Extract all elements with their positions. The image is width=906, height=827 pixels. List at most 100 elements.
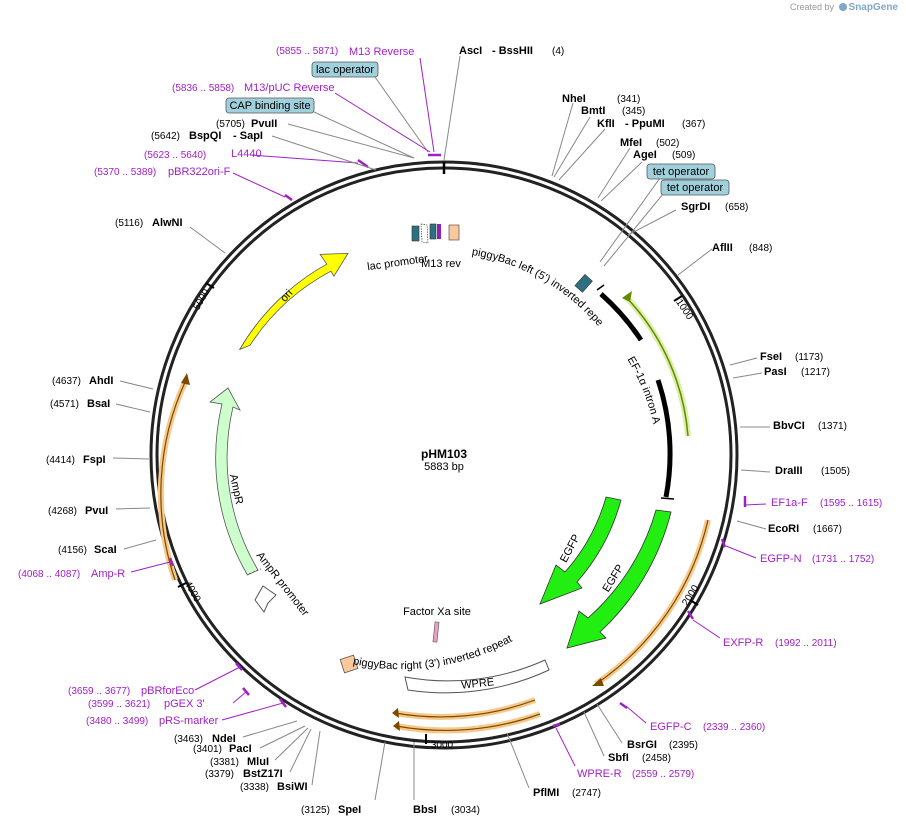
svg-text:(341): (341) bbox=[617, 94, 640, 105]
plasmid-size: 5883 bp bbox=[424, 461, 464, 473]
svg-text:NheI: NheI bbox=[562, 93, 586, 105]
feature-m13rev-purple bbox=[437, 224, 441, 239]
site-bsai[interactable]: (4571) BsaI bbox=[50, 398, 151, 413]
primer-l4440[interactable]: (5623 .. 5640) L4440 bbox=[144, 148, 369, 169]
svg-text:(1667): (1667) bbox=[813, 524, 842, 535]
site-bstz17i[interactable]: (3379) BstZ17I bbox=[205, 728, 312, 780]
svg-text:(3381): (3381) bbox=[210, 757, 239, 768]
feature-ampr-promoter[interactable] bbox=[254, 585, 277, 613]
feature-factor-xa[interactable] bbox=[432, 621, 440, 643]
site-aflii[interactable]: AflII (848) bbox=[677, 242, 772, 276]
primer-m13-puc-reverse[interactable]: (5836 .. 5858) M13/pUC Reverse bbox=[172, 82, 431, 153]
site-ahdi[interactable]: (4637) AhdI bbox=[52, 375, 154, 390]
primer-amp-r[interactable]: (4068 .. 4087) Amp-R bbox=[18, 557, 175, 580]
site-mlui[interactable]: (3381) MluI bbox=[210, 727, 309, 768]
site-bbsi[interactable]: BbsI (3034) bbox=[413, 742, 480, 816]
primer-pbrforeco[interactable]: (3659 .. 3677) pBRforEco bbox=[68, 662, 243, 697]
feature-egfp-2[interactable] bbox=[566, 509, 672, 649]
primer-ef1a-f[interactable]: EF1a-F (1595 .. 1615) bbox=[743, 496, 882, 509]
site-pvui[interactable]: (4268) PvuI bbox=[48, 505, 151, 517]
svg-text:(3401): (3401) bbox=[193, 744, 222, 755]
svg-text:NdeI: NdeI bbox=[212, 733, 236, 745]
tick-3000: 3000 bbox=[425, 734, 454, 751]
box-tet-operator-1[interactable]: tet operator bbox=[599, 163, 716, 263]
site-pflmi[interactable]: PflMI (2747) bbox=[506, 732, 601, 799]
svg-text:SbfI: SbfI bbox=[608, 752, 629, 764]
primer-m13-reverse[interactable]: (5855 .. 5871) M13 Reverse bbox=[276, 46, 441, 157]
feature-piggybac-right-box[interactable] bbox=[339, 654, 359, 674]
feature-lac-promoter-box[interactable] bbox=[411, 225, 420, 242]
svg-text:KflI: KflI bbox=[597, 118, 615, 130]
svg-text:Amp-R: Amp-R bbox=[91, 568, 125, 580]
primer-egfp-c[interactable]: EGFP-C (2339 .. 2360) bbox=[619, 701, 765, 733]
site-kfli-ppumi[interactable]: KflI - PpuMI (367) bbox=[558, 118, 705, 181]
site-fsei[interactable]: FseI (1173) bbox=[729, 351, 823, 366]
site-paci[interactable]: (3401) PacI bbox=[193, 725, 306, 755]
svg-text:BbvCI: BbvCI bbox=[773, 420, 805, 432]
feature-ampr[interactable] bbox=[209, 387, 259, 576]
primer-wpre-r[interactable]: WPRE-R (2559 .. 2579) bbox=[552, 722, 694, 780]
feature-ori[interactable] bbox=[238, 252, 349, 351]
svg-text:EGFP-C: EGFP-C bbox=[650, 721, 692, 733]
site-pasi[interactable]: PasI (1217) bbox=[732, 366, 830, 379]
svg-text:EcoRI: EcoRI bbox=[768, 523, 799, 535]
box-cap-binding-site[interactable]: CAP binding site bbox=[225, 97, 415, 159]
feature-cap-small bbox=[420, 223, 429, 244]
box-lac-operator[interactable]: lac operator bbox=[311, 61, 429, 153]
site-bmti[interactable]: BmtI (345) bbox=[553, 105, 645, 178]
feature-wpre[interactable] bbox=[404, 659, 550, 694]
svg-text:(848): (848) bbox=[749, 243, 772, 254]
site-draiii[interactable]: DraIII (1505) bbox=[740, 465, 850, 477]
svg-text:(4068 .. 4087): (4068 .. 4087) bbox=[18, 569, 80, 580]
site-bbvci[interactable]: BbvCI (1371) bbox=[740, 420, 847, 432]
site-sbfi[interactable]: SbfI (2458) bbox=[583, 711, 671, 764]
svg-text:CAP binding site: CAP binding site bbox=[229, 100, 310, 112]
site-fspi[interactable]: (4414) FspI bbox=[46, 454, 150, 466]
site-bspqi-sapi[interactable]: (5642) BspQI - SapI bbox=[151, 130, 377, 171]
credit-prefix: Created by bbox=[789, 2, 835, 12]
svg-text:pRS-marker: pRS-marker bbox=[159, 715, 219, 727]
site-ndei[interactable]: (3463) NdeI bbox=[174, 720, 298, 745]
primer-pbr322ori-f[interactable]: (5370 .. 5389) pBR322ori-F bbox=[94, 166, 293, 202]
site-asci-bsshii[interactable]: AscI - BssHII (4) bbox=[443, 45, 564, 161]
snapgene-credit: Created by SnapGene bbox=[790, 2, 898, 13]
site-spei[interactable]: (3125) SpeI bbox=[301, 741, 386, 816]
svg-text:MluI: MluI bbox=[247, 756, 269, 768]
svg-text:(1595 .. 1615): (1595 .. 1615) bbox=[820, 498, 882, 509]
site-ecori[interactable]: EcoRI (1667) bbox=[736, 520, 842, 535]
svg-text:(2339 .. 2360): (2339 .. 2360) bbox=[703, 722, 765, 733]
site-mfei[interactable]: MfeI (502) bbox=[597, 137, 679, 199]
svg-text:- PpuMI: - PpuMI bbox=[625, 118, 665, 130]
site-agei[interactable]: AgeI (509) bbox=[600, 149, 695, 202]
box-tet-operator-2[interactable]: tet operator bbox=[603, 179, 730, 267]
highlight-arcs bbox=[157, 373, 711, 734]
svg-text:(3379): (3379) bbox=[205, 769, 234, 780]
feature-egfp-1[interactable] bbox=[539, 496, 622, 605]
primer-egfp-n[interactable]: EGFP-N (1731 .. 1752) bbox=[720, 538, 874, 565]
feature-m13rev-box[interactable] bbox=[429, 223, 437, 240]
primer-prs-marker[interactable]: (3480 .. 3499) pRS-marker bbox=[86, 698, 287, 727]
svg-text:SpeI: SpeI bbox=[338, 804, 361, 816]
svg-text:PacI: PacI bbox=[229, 743, 252, 755]
feature-piggybac-left-box[interactable] bbox=[448, 224, 460, 241]
svg-text:EXFP-R: EXFP-R bbox=[723, 637, 763, 649]
site-bsiwi[interactable]: (3338) BsiWI bbox=[240, 730, 321, 793]
svg-text:MfeI: MfeI bbox=[620, 137, 642, 149]
feature-factor-xa-label: Factor Xa site bbox=[403, 606, 471, 618]
site-pvuii[interactable]: (5705) PvuII bbox=[216, 118, 415, 159]
primer-pgex-3[interactable]: (3599 .. 3621) pGEX 3' bbox=[88, 687, 250, 710]
svg-text:(1992 .. 2011): (1992 .. 2011) bbox=[775, 638, 837, 649]
snapgene-logo-icon bbox=[838, 3, 847, 11]
site-alwni[interactable]: (5116) AlwNI bbox=[115, 217, 226, 254]
svg-text:(1505): (1505) bbox=[821, 466, 850, 477]
svg-text:FspI: FspI bbox=[83, 454, 106, 466]
svg-text:(1731 .. 1752): (1731 .. 1752) bbox=[812, 554, 874, 565]
primer-exfp-r[interactable]: EXFP-R (1992 .. 2011) bbox=[686, 610, 837, 649]
site-scai[interactable]: (4156) ScaI bbox=[58, 539, 157, 556]
site-bsrgi[interactable]: BsrGI (2395) bbox=[596, 703, 698, 751]
svg-text:(502): (502) bbox=[656, 138, 679, 149]
site-sgrdi[interactable]: SgrDI (658) bbox=[627, 201, 748, 236]
site-nhei[interactable]: NheI (341) bbox=[551, 93, 640, 177]
svg-text:AhdI: AhdI bbox=[89, 375, 113, 387]
feature-tet-operator-box[interactable] bbox=[574, 274, 593, 293]
